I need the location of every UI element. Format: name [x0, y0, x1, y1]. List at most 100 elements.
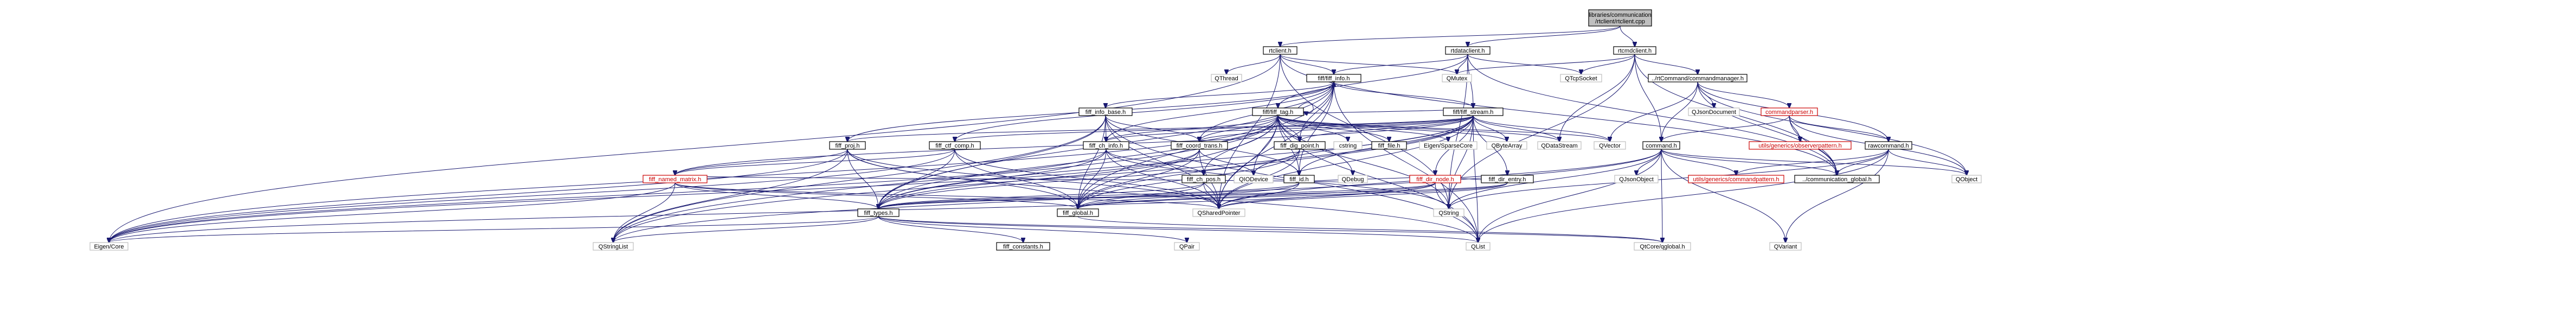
node-rtdataclient_h[interactable]: rtdataclient.h [1445, 46, 1491, 55]
node-fiff_stream_h[interactable]: fiff/fiff_stream.h [1443, 107, 1504, 116]
node-QVariant[interactable]: QVariant [1769, 242, 1802, 251]
node-label-command_h: command.h [1646, 143, 1676, 149]
node-QList[interactable]: QList [1466, 242, 1491, 251]
node-communication_global_h[interactable]: ../communication_global.h [1794, 175, 1880, 183]
node-commandmanager_h[interactable]: ../rtCommand/commandmanager.h [1648, 74, 1748, 82]
node-commandpattern_h[interactable]: utils/generics/commandpattern.h [1688, 175, 1784, 183]
node-box-Eigen_SparseCore [1419, 141, 1477, 150]
node-rtclient_h[interactable]: rtclient.h [1263, 46, 1297, 55]
node-QJsonObject[interactable]: QJsonObject [1614, 175, 1659, 183]
edge-fiff_coord_trans_h-to-fiff_global_h [1078, 149, 1200, 209]
node-fiff_tag_h[interactable]: fiff/fiff_tag.h [1252, 107, 1304, 116]
node-label-fiff_global_h: fiff_global.h [1063, 210, 1093, 217]
edge-fiff_dir_node_h-to-fiff_global_h [1078, 182, 1436, 209]
node-fiff_file_h[interactable]: fiff_file.h [1371, 141, 1407, 150]
node-box-fiff_ctf_comp_h [929, 141, 981, 150]
node-commandparser_h[interactable]: commandparser.h [1761, 107, 1818, 116]
node-fiff_ch_pos_h[interactable]: fiff_ch_pos.h [1181, 175, 1226, 183]
node-root[interactable]: libraries/communication/rtclient/rtclien… [1588, 9, 1652, 27]
node-QString[interactable]: QString [1433, 208, 1464, 217]
node-fiff_coord_trans_h[interactable]: fiff_coord_trans.h [1171, 141, 1228, 150]
node-fiff_constants_h[interactable]: fiff_constants.h [996, 242, 1050, 251]
node-Eigen_SparseCore[interactable]: Eigen/SparseCore [1419, 141, 1477, 150]
node-QMutex[interactable]: QMutex [1442, 74, 1472, 82]
node-cstring[interactable]: cstring [1333, 141, 1363, 150]
edge-fiff_info_h-to-fiff_info_base_h [1106, 81, 1334, 108]
edge-fiff_info_base_h-to-QStringList [613, 115, 1106, 243]
node-box-command_h [1642, 141, 1680, 150]
node-fiff_ch_info_h[interactable]: fiff_ch_info.h [1083, 141, 1129, 150]
node-box-fiff_proj_h [829, 141, 866, 150]
node-QObject[interactable]: QObject [1951, 175, 1982, 183]
edge-fiff_info_base_h-to-fiff_global_h [1078, 115, 1106, 209]
node-QSharedPointer[interactable]: QSharedPointer [1192, 208, 1245, 217]
node-label-QString: QString [1438, 210, 1459, 217]
node-rawcommand_h[interactable]: rawcommand.h [1865, 141, 1912, 150]
node-QJsonDocument[interactable]: QJsonDocument [1688, 107, 1740, 116]
edge-commandmanager_h-to-commandparser_h [1697, 81, 1789, 108]
node-fiff_info_base_h[interactable]: fiff_info_base.h [1078, 107, 1133, 116]
node-fiff_ctf_comp_h[interactable]: fiff_ctf_comp.h [929, 141, 981, 150]
node-label-fiff_proj_h: fiff_proj.h [835, 143, 859, 149]
node-fiff_dir_node_h[interactable]: fiff_dir_node.h [1409, 175, 1461, 183]
node-Eigen_Core[interactable]: Eigen/Core [89, 242, 129, 251]
node-box-QIODevice [1234, 175, 1274, 183]
node-label-fiff_dig_point_h: fiff_dig_point.h [1280, 143, 1319, 149]
node-QStringList[interactable]: QStringList [593, 242, 634, 251]
node-QByteArray[interactable]: QByteArray [1486, 141, 1527, 150]
node-observerpattern_h[interactable]: utils/generics/observerpattern.h [1749, 141, 1852, 150]
node-label-fiff_dir_entry_h: fiff_dir_entry.h [1489, 176, 1526, 183]
node-QVector[interactable]: QVector [1594, 141, 1626, 150]
node-label-rtclient_h: rtclient.h [1269, 48, 1292, 54]
node-fiff_id_h[interactable]: fiff_id.h [1283, 175, 1315, 183]
node-fiff_types_h[interactable]: fiff_types.h [857, 208, 900, 217]
edge-fiff_info_h-to-fiff_id_h [1299, 81, 1334, 175]
node-box-fiff_info_base_h [1078, 107, 1133, 116]
node-QDataStream[interactable]: QDataStream [1537, 141, 1582, 150]
node-box-fiff_global_h [1057, 208, 1099, 217]
node-rtcmdclient_h[interactable]: rtcmdclient.h [1613, 46, 1656, 55]
node-QIODevice[interactable]: QIODevice [1234, 175, 1274, 183]
node-fiff_info_h[interactable]: fiff/fiff_info.h [1306, 74, 1361, 82]
edge-fiff_stream_h-to-fiff_proj_h [847, 115, 1474, 142]
node-box-QList [1466, 242, 1491, 251]
node-box-communication_global_h [1794, 175, 1880, 183]
node-label-root-line-0: libraries/communication [1589, 12, 1652, 18]
edge-fiff_named_matrix_h-to-fiff_types_h [674, 182, 878, 209]
node-box-fiff_named_matrix_h [643, 175, 708, 183]
edge-fiff_ch_pos_h-to-fiff_types_h [878, 182, 1204, 209]
edge-rtdataclient_h-to-QTcpSocket [1467, 54, 1581, 74]
node-label-Eigen_SparseCore: Eigen/SparseCore [1424, 143, 1473, 149]
edge-rawcommand_h-to-QString [1449, 149, 1889, 209]
edge-fiff_stream_h-to-fiff_coord_trans_h [1199, 115, 1474, 142]
edge-rtdataclient_h-to-communication_global_h [1467, 54, 1837, 175]
node-box-fiff_dir_node_h [1409, 175, 1461, 183]
node-fiff_dir_entry_h[interactable]: fiff_dir_entry.h [1481, 175, 1534, 183]
node-command_h[interactable]: command.h [1642, 141, 1680, 150]
edge-commandmanager_h-to-command_h [1661, 81, 1698, 142]
node-box-QVector [1594, 141, 1626, 150]
node-QtCoreglobal_h[interactable]: QtCore/qglobal.h [1634, 242, 1691, 251]
edge-rtcmdclient_h-to-QMutex [1457, 54, 1635, 74]
edge-fiff_ctf_comp_h-to-fiff_types_h [878, 149, 955, 209]
node-QTcpSocket[interactable]: QTcpSocket [1560, 74, 1602, 82]
node-box-QPair [1174, 242, 1200, 251]
node-QDebug[interactable]: QDebug [1338, 175, 1368, 183]
edge-rtclient_h-to-communication_global_h [1280, 54, 1837, 175]
node-label-fiff_tag_h: fiff/fiff_tag.h [1263, 109, 1293, 116]
edge-fiff_tag_h-to-Eigen_SparseCore [1277, 115, 1448, 142]
edge-fiff_info_h-to-fiff_dig_point_h [1300, 81, 1334, 142]
node-label-fiff_id_h: fiff_id.h [1289, 176, 1308, 183]
edge-rtcmdclient_h-to-command_h [1634, 54, 1661, 142]
node-fiff_dig_point_h[interactable]: fiff_dig_point.h [1274, 141, 1326, 150]
node-box-rtcmdclient_h [1613, 46, 1656, 55]
node-QThread[interactable]: QThread [1211, 74, 1242, 82]
node-fiff_global_h[interactable]: fiff_global.h [1057, 208, 1099, 217]
edge-fiff_stream_h-to-QVector [1473, 115, 1610, 142]
node-fiff_proj_h[interactable]: fiff_proj.h [829, 141, 866, 150]
node-fiff_named_matrix_h[interactable]: fiff_named_matrix.h [643, 175, 708, 183]
node-label-fiff_info_base_h: fiff_info_base.h [1085, 109, 1126, 116]
node-label-QTcpSocket: QTcpSocket [1565, 75, 1597, 82]
edge-fiff_ctf_comp_h-to-fiff_named_matrix_h [675, 149, 955, 175]
node-QPair[interactable]: QPair [1174, 242, 1200, 251]
